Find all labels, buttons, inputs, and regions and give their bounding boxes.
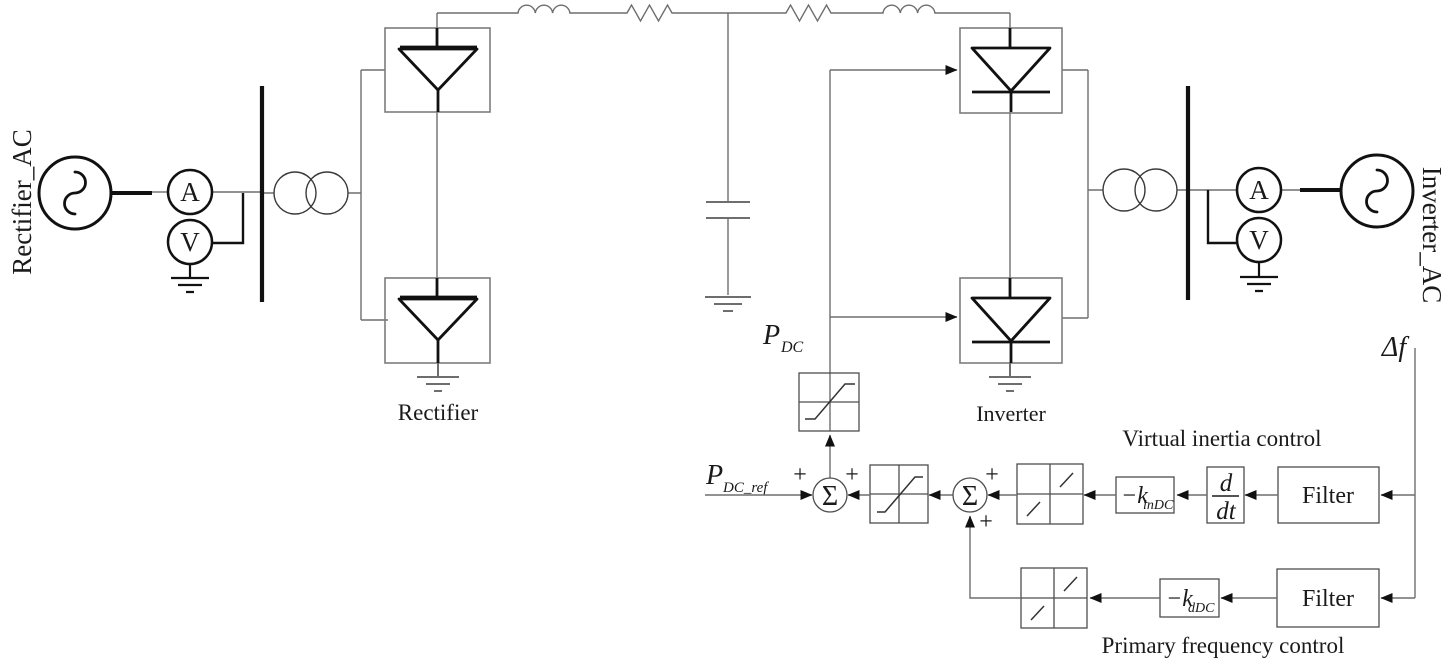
inverter-label: Inverter	[976, 401, 1046, 426]
droop-gain-block: −k dDC	[1159, 578, 1220, 618]
arrow-ratelim2-to-sum2	[965, 515, 1021, 599]
pdc-label-sub: DC	[780, 339, 804, 356]
ac-source-right-icon	[1339, 153, 1415, 229]
voltmeter-right-label: V	[1249, 225, 1269, 255]
sum2-plus-bottom: +	[979, 509, 993, 535]
filter-primary-label: Filter	[1302, 586, 1354, 612]
thyristor-down-icon	[970, 28, 1052, 112]
inertia-gain-label: −k	[1121, 483, 1148, 509]
mid-limiter-block	[869, 464, 929, 524]
control-system: P DC Σ + + P DC_ref Σ	[705, 65, 1416, 658]
ammeter-left-icon	[166, 168, 214, 216]
droop-gain-label: −k	[1166, 586, 1193, 612]
dc-line-with-reactor-resistor	[437, 3, 1010, 23]
filter-block-inertia: Filter	[1277, 466, 1380, 524]
rate-limiter-inertia-block	[1016, 463, 1084, 525]
rectifier-ground-icon	[417, 363, 459, 392]
thyristor-up-icon	[397, 278, 479, 363]
inverter-valves: Inverter	[959, 27, 1063, 426]
ground-left-icon	[171, 264, 209, 294]
delta-f-label: Δf	[1381, 332, 1409, 363]
right-ac-system: A V Inverter_AC	[1102, 86, 1447, 303]
droop-gain-sub: dDC	[1188, 601, 1215, 616]
left-ac-system: Rectifier_AC A V	[7, 86, 349, 302]
derivative-den: dt	[1216, 498, 1237, 525]
derivative-block: d dt	[1206, 466, 1245, 525]
ammeter-right-label: A	[1249, 175, 1269, 205]
sum2-plus-right: +	[985, 462, 999, 488]
sum1-sigma: Σ	[822, 481, 838, 512]
pdcref-label: P	[705, 460, 723, 491]
rectifier-label: Rectifier	[398, 400, 479, 425]
primary-title: Primary frequency control	[1102, 633, 1345, 658]
rectifier-ac-label: Rectifier_AC	[7, 129, 37, 274]
circuit-wires	[111, 3, 1341, 321]
sine-glyph-left	[63, 170, 87, 216]
filter-block-primary: Filter	[1276, 568, 1380, 628]
ac-source-left-icon	[37, 155, 113, 231]
sine-glyph-right	[1365, 168, 1389, 214]
filter-inertia-label: Filter	[1302, 483, 1354, 509]
ground-right-icon	[1240, 262, 1278, 293]
pdc-limiter-block	[798, 372, 860, 432]
voltmeter-tap-left	[212, 193, 245, 245]
ammeter-left-label: A	[180, 177, 200, 207]
thyristor-up-icon	[397, 28, 479, 112]
voltmeter-left-label: V	[180, 227, 200, 257]
capacitor-plates	[706, 201, 750, 219]
inertia-gain-block: −k inDC	[1115, 476, 1175, 514]
right-valve-rail	[1062, 69, 1103, 319]
transformer-right-icon	[1102, 168, 1178, 212]
sum-junction-1: Σ + +	[793, 462, 859, 513]
pdc-label: P	[762, 320, 780, 351]
transformer-left-icon	[273, 171, 349, 215]
inertia-title: Virtual inertia control	[1122, 426, 1321, 451]
sum2-sigma: Σ	[962, 481, 978, 512]
inverter-ground-icon	[989, 363, 1031, 392]
ammeter-right-icon	[1235, 166, 1283, 214]
sum1-plus-left: +	[793, 462, 807, 488]
left-valve-rail	[360, 69, 388, 321]
thyristor-down-icon	[970, 278, 1052, 363]
capacitor-ground-icon	[705, 296, 751, 312]
derivative-num: d	[1220, 470, 1233, 497]
rectifier-valves: Rectifier	[384, 27, 491, 425]
rate-limiter-primary-block	[1020, 567, 1088, 629]
voltmeter-tap-right	[1206, 190, 1237, 245]
inverter-ac-label: Inverter_AC	[1417, 167, 1447, 303]
inertia-gain-sub: inDC	[1143, 498, 1174, 513]
pdcref-label-sub: DC_ref	[722, 480, 769, 496]
sum-junction-2: Σ + +	[952, 462, 999, 535]
sum1-plus-right: +	[845, 462, 859, 488]
